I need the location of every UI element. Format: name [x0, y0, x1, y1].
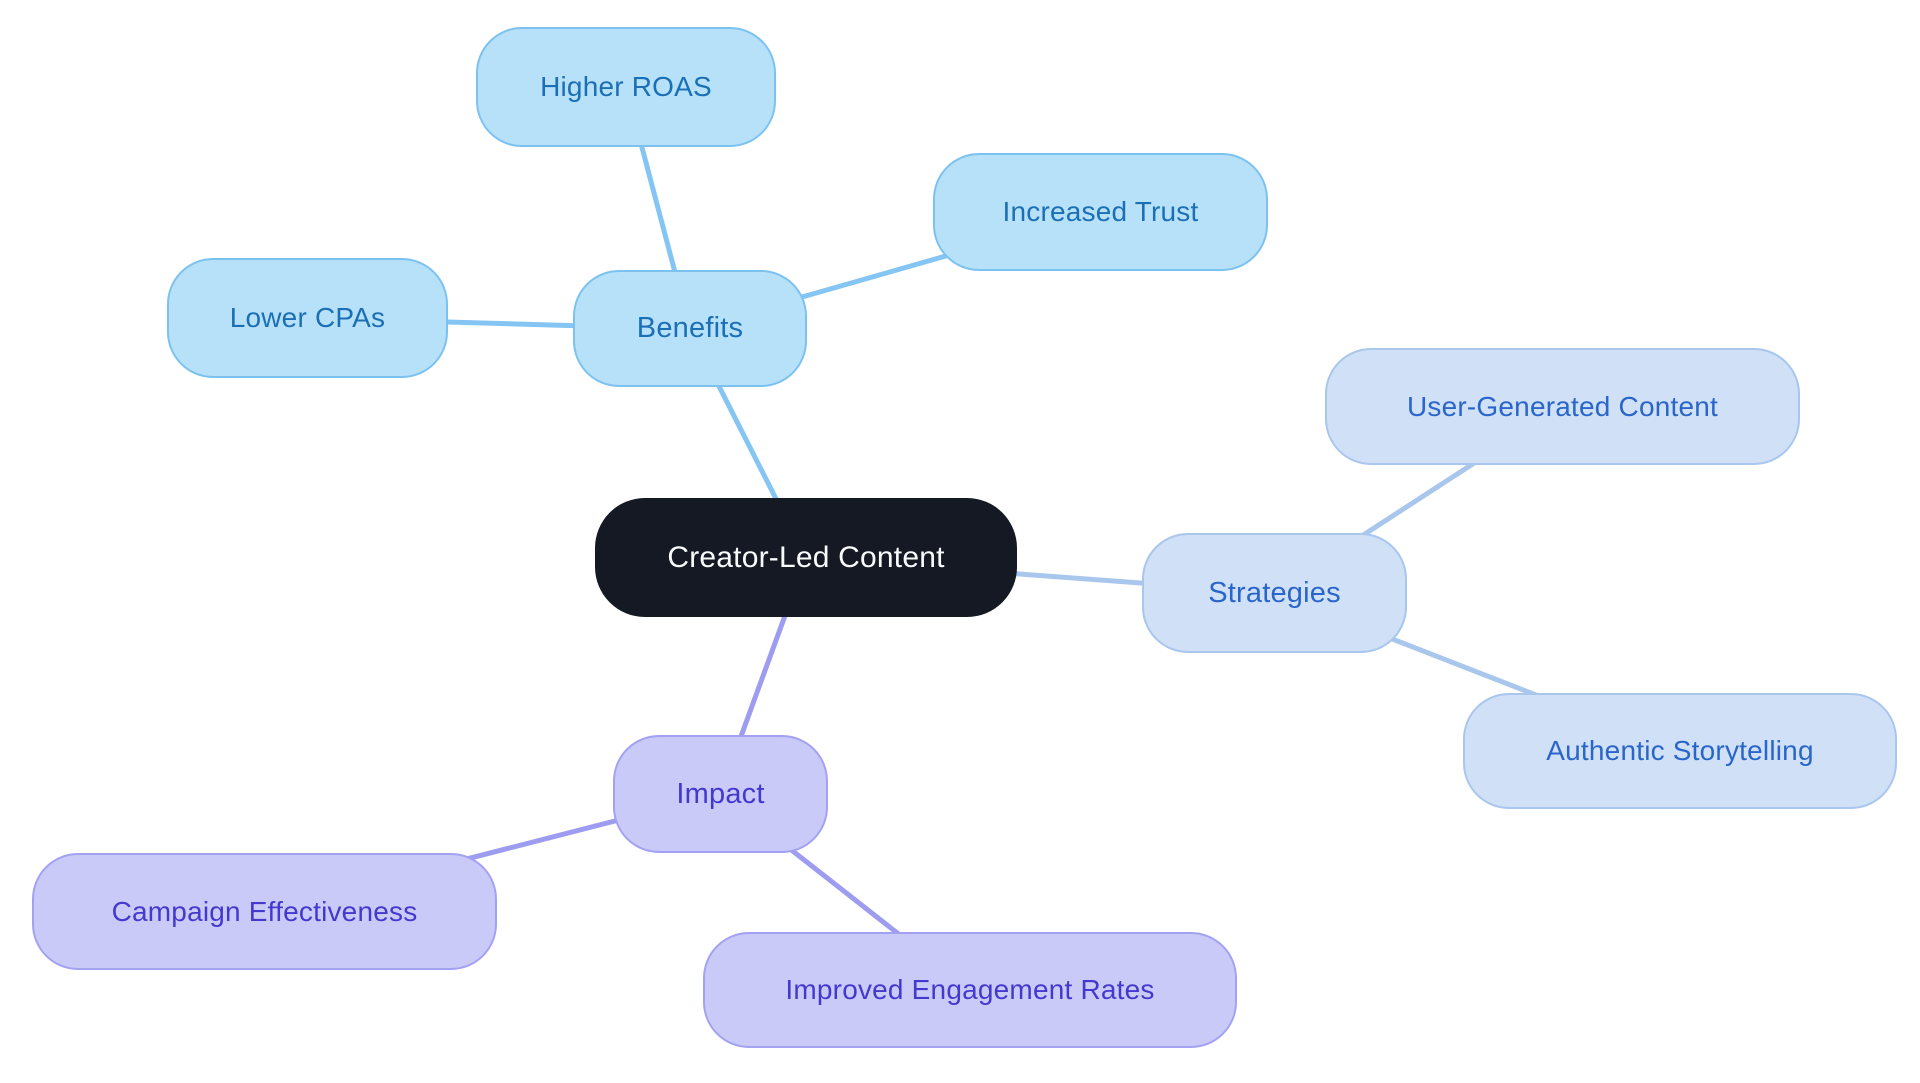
- node-label: Increased Trust: [1002, 196, 1199, 227]
- node-higher-roas[interactable]: Higher ROAS: [476, 27, 776, 147]
- node-label: Improved Engagement Rates: [785, 974, 1155, 1005]
- node-label: Creator-Led Content: [667, 540, 945, 574]
- node-label: Lower CPAs: [229, 302, 386, 333]
- node-label: Higher ROAS: [540, 71, 712, 102]
- node-authentic-storytelling[interactable]: Authentic Storytelling: [1463, 693, 1897, 809]
- node-creator-led-content[interactable]: Creator-Led Content: [595, 498, 1017, 617]
- node-impact[interactable]: Impact: [613, 735, 828, 853]
- node-strategies[interactable]: Strategies: [1142, 533, 1407, 653]
- node-label: Impact: [676, 777, 765, 810]
- node-improved-engagement-rates[interactable]: Improved Engagement Rates: [703, 932, 1237, 1048]
- node-label: Strategies: [1208, 576, 1341, 609]
- node-label: User-Generated Content: [1406, 390, 1718, 422]
- node-user-generated-content[interactable]: User-Generated Content: [1325, 348, 1800, 465]
- node-campaign-effectiveness[interactable]: Campaign Effectiveness: [32, 853, 497, 970]
- node-benefits[interactable]: Benefits: [573, 270, 807, 387]
- node-increased-trust[interactable]: Increased Trust: [933, 153, 1268, 271]
- node-label: Benefits: [636, 312, 744, 344]
- node-lower-cpas[interactable]: Lower CPAs: [167, 258, 448, 378]
- node-label: Authentic Storytelling: [1546, 735, 1814, 766]
- node-label: Campaign Effectiveness: [111, 895, 418, 927]
